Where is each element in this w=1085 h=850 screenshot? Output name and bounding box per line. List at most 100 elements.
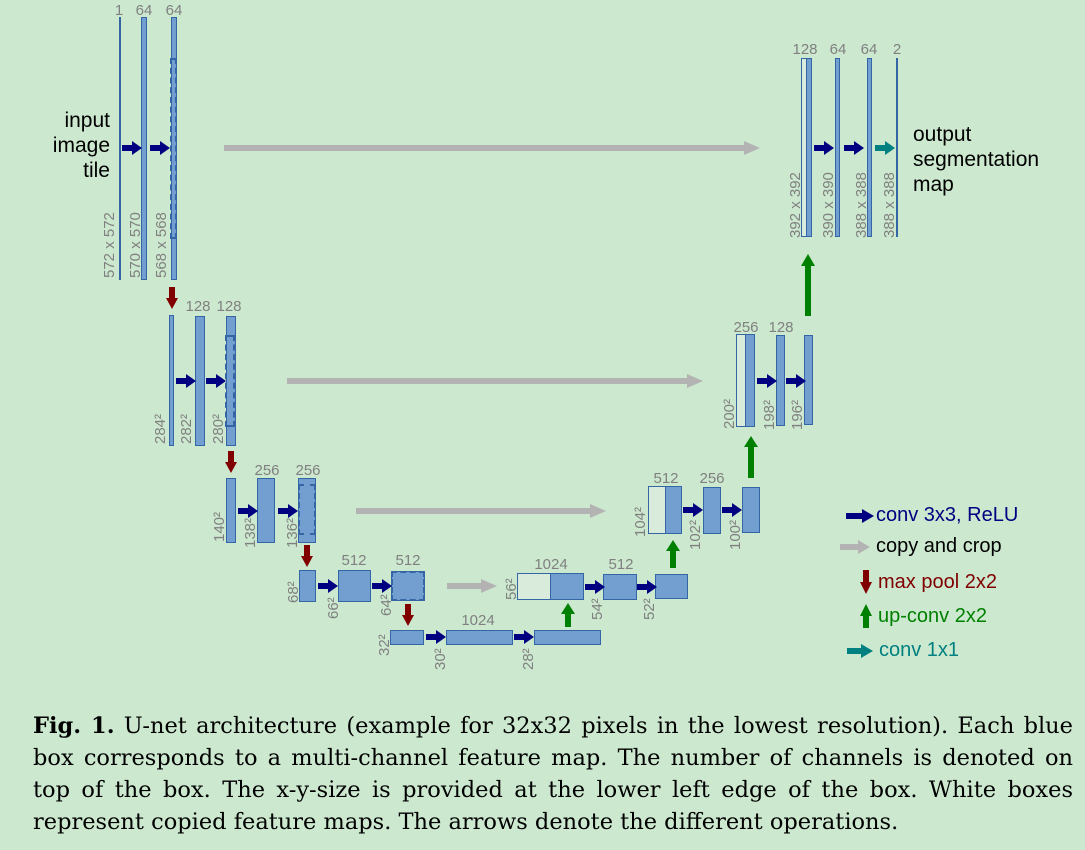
- channel-label: 512: [395, 552, 421, 569]
- size-label: 52²: [641, 598, 658, 620]
- input-label-line: input: [64, 109, 110, 132]
- input-label-line: tile: [83, 159, 110, 182]
- conv-arrow-icon: [278, 504, 298, 518]
- output-label: output segmentation map: [913, 122, 1039, 197]
- feature-map: [745, 334, 755, 427]
- legend-item-maxpool: max pool 2x2: [860, 570, 997, 594]
- conv1x1-arrow-icon: [847, 643, 873, 658]
- copy-crop-arrow-icon: [287, 374, 703, 388]
- legend-label: up-conv 2x2: [878, 604, 987, 627]
- size-label: 392 x 392: [787, 172, 804, 238]
- feature-map: [169, 315, 174, 446]
- conv-arrow-icon: [637, 580, 657, 594]
- size-label: 68²: [285, 581, 302, 603]
- channel-label: 2: [892, 41, 902, 58]
- crop-region: [225, 335, 235, 427]
- conv-arrow-icon: [514, 630, 534, 644]
- feature-map: [338, 570, 371, 602]
- channel-label: 512: [341, 552, 367, 569]
- channel-label: 512: [653, 470, 679, 487]
- legend-label: conv 1x1: [879, 639, 960, 661]
- size-label: 140²: [211, 511, 228, 542]
- crop-region: [170, 58, 177, 239]
- feature-map: [195, 316, 205, 446]
- conv-arrow-icon: [844, 141, 864, 155]
- size-label: 198²: [761, 399, 778, 430]
- legend-item-copy: copy and crop: [840, 535, 1002, 558]
- size-label: 572 x 572: [101, 212, 118, 278]
- size-label: 136²: [284, 517, 301, 548]
- channel-label: 256: [254, 462, 280, 479]
- channel-label: 64: [829, 41, 847, 58]
- size-label: 28²: [520, 648, 537, 670]
- copy-crop-arrow-icon: [356, 504, 606, 518]
- size-label: 138²: [242, 517, 259, 548]
- channel-label: 64: [135, 2, 153, 19]
- upconv-arrow-icon: [666, 540, 680, 568]
- feature-map: [534, 630, 601, 645]
- conv-arrow-icon: [426, 630, 446, 644]
- feature-map: [742, 487, 760, 533]
- channel-label: 64: [860, 41, 878, 58]
- output-label-line: map: [913, 173, 954, 196]
- output-label-line: segmentation: [913, 148, 1040, 171]
- size-label: 64²: [378, 594, 395, 616]
- conv-arrow-icon: [318, 579, 338, 593]
- size-label: 570 x 570: [127, 212, 144, 278]
- size-label: 282²: [178, 413, 195, 444]
- output-feature-map: [896, 58, 898, 237]
- size-label: 66²: [325, 597, 342, 619]
- size-label: 568 x 568: [153, 212, 170, 278]
- size-label: 32²: [376, 634, 393, 656]
- copied-feature-map: [517, 573, 551, 600]
- conv-arrow-icon: [238, 504, 258, 518]
- input-label-line: image: [52, 134, 110, 157]
- legend-item-conv1x1: conv 1x1: [847, 639, 959, 662]
- feature-map: [776, 335, 785, 426]
- conv-arrow-icon: [150, 141, 170, 155]
- conv-arrow-icon: [814, 141, 834, 155]
- upconv-arrow-icon: [860, 604, 872, 628]
- copy-crop-arrow-icon: [447, 579, 497, 593]
- channel-label: 256: [699, 470, 725, 487]
- conv-arrow-icon: [206, 374, 226, 388]
- feature-map: [835, 58, 840, 237]
- copy-crop-arrow-icon: [224, 141, 760, 155]
- feature-map: [390, 630, 424, 645]
- conv-arrow-icon: [846, 508, 874, 523]
- input-label: input image tile: [40, 108, 110, 183]
- upconv-arrow-icon: [561, 603, 575, 627]
- conv-arrow-icon: [372, 579, 392, 593]
- feature-map: [703, 487, 721, 534]
- size-label: 390 x 390: [820, 172, 837, 238]
- channel-label: 1: [114, 2, 124, 19]
- legend-item-upconv: up-conv 2x2: [860, 604, 987, 628]
- upconv-arrow-icon: [744, 436, 758, 478]
- caption-text: U-net architecture (example for 32x32 pi…: [33, 713, 1073, 835]
- channel-label: 64: [165, 2, 183, 19]
- crop-region: [298, 484, 316, 535]
- channel-label: 128: [792, 41, 818, 58]
- feature-map: [299, 570, 316, 602]
- size-label: 280²: [210, 413, 227, 444]
- maxpool-arrow-icon: [402, 604, 414, 626]
- channel-label: 1024: [461, 612, 495, 629]
- crop-region: [391, 571, 425, 601]
- maxpool-arrow-icon: [860, 570, 872, 594]
- figure-caption: Fig. 1. U-net architecture (example for …: [33, 710, 1073, 838]
- maxpool-arrow-icon: [225, 451, 237, 473]
- size-label: 54²: [589, 598, 606, 620]
- feature-map: [226, 478, 236, 543]
- feature-map: [446, 630, 513, 645]
- size-label: 196²: [789, 399, 806, 430]
- feature-map: [655, 574, 688, 599]
- channel-label: 1024: [534, 556, 568, 573]
- size-label: 104²: [632, 506, 649, 537]
- channel-label: 128: [185, 298, 211, 315]
- conv-arrow-icon: [122, 141, 142, 155]
- conv-arrow-icon: [722, 503, 742, 517]
- conv-arrow-icon: [176, 374, 196, 388]
- feature-map: [257, 478, 275, 543]
- legend-label: copy and crop: [876, 535, 1002, 557]
- channel-label: 512: [608, 556, 634, 573]
